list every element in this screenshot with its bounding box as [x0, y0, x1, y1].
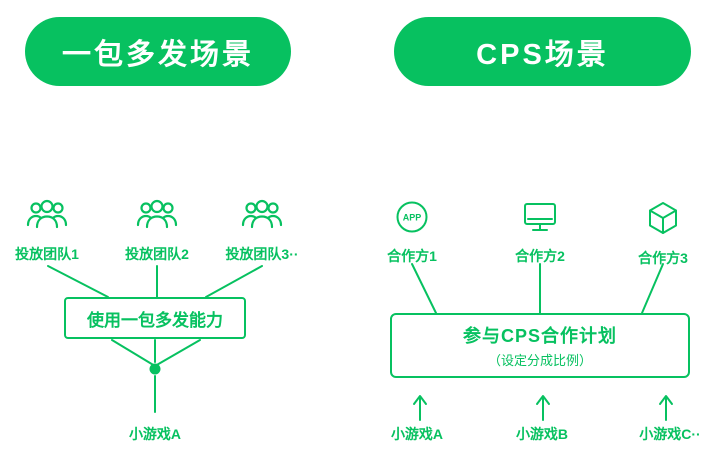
connector-team1 [47, 265, 109, 298]
arrow-up-game-c [659, 395, 673, 421]
connector-partner1 [411, 263, 437, 314]
left-game-label: 小游戏A [128, 426, 182, 442]
right-game-label-a: 小游戏A [390, 426, 444, 442]
partner-label: 合作方3 [638, 250, 688, 266]
left-header-title: 一包多发场景 [61, 38, 254, 71]
team-label: 投放团队3·· [225, 246, 299, 262]
connector-box-right [154, 339, 201, 367]
app-icon-text: APP [403, 213, 422, 223]
hexagon-cube-icon [645, 200, 681, 241]
partner-node-1: APP 合作方1 [357, 200, 467, 266]
people-group-icon [240, 196, 284, 237]
right-game-label-b: 小游戏B [515, 426, 569, 442]
merge-dot [149, 363, 161, 375]
partner-label: 合作方2 [515, 248, 565, 264]
capability-box: 使用一包多发能力 [64, 297, 246, 339]
partner-node-2: 合作方2 [485, 200, 595, 266]
team-node-3: 投放团队3·· [207, 196, 317, 264]
connector-partner3 [641, 263, 664, 314]
app-circle-icon: APP [395, 200, 429, 239]
team-node-1: 投放团队1 [0, 196, 102, 264]
right-header-pill: CPS场景 [394, 17, 691, 86]
partner-label: 合作方1 [387, 248, 437, 264]
cps-plan-title: 参与CPS合作计划 [462, 326, 617, 346]
right-game-label-c: 小游戏C·· [639, 426, 701, 442]
left-header-pill: 一包多发场景 [25, 17, 291, 86]
cps-plan-box: 参与CPS合作计划 （设定分成比例） [390, 313, 690, 378]
monitor-icon [522, 200, 558, 239]
team-label: 投放团队2 [125, 246, 189, 262]
people-group-icon [25, 196, 69, 237]
team-label: 投放团队1 [15, 246, 79, 262]
people-group-icon [135, 196, 179, 237]
partner-node-3: 合作方3 [608, 200, 714, 268]
connector-team3 [205, 265, 263, 298]
connector-box-left [111, 339, 156, 367]
arrow-up-game-a [413, 395, 427, 421]
right-header-title: CPS场景 [476, 38, 609, 71]
arrow-up-game-b [536, 395, 550, 421]
cps-plan-subtitle: （设定分成比例） [487, 353, 592, 368]
team-node-2: 投放团队2 [102, 196, 212, 264]
capability-box-label: 使用一包多发能力 [87, 310, 223, 330]
